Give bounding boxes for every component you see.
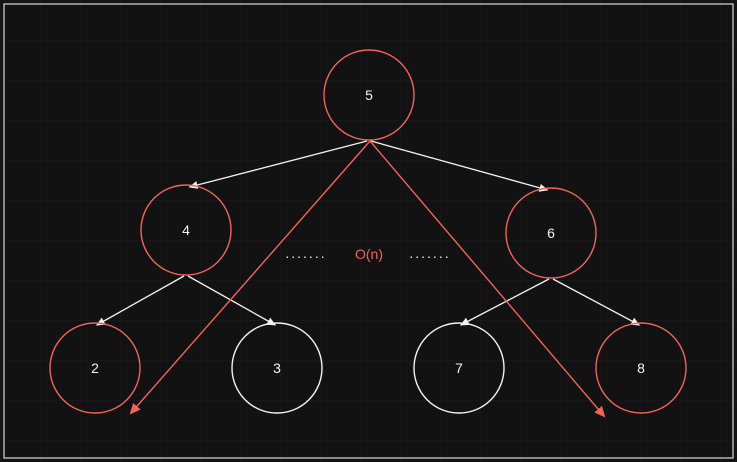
edge-n5-n6 [370, 140, 549, 192]
node-circle [413, 322, 505, 414]
search-path-to-n8 [369, 140, 606, 418]
complexity-annotation: ....... O(n) ....... [285, 245, 450, 262]
node-label: 7 [455, 360, 463, 376]
frame-border [3, 3, 734, 459]
node-label: 6 [547, 225, 555, 241]
edge-n4-n3 [187, 275, 277, 326]
node-label: 4 [182, 222, 190, 238]
edge-n4-n2 [95, 275, 185, 326]
node-circle [49, 322, 141, 414]
tree-node-4: 4 [140, 184, 232, 276]
node-circle [140, 184, 232, 276]
node-label: 8 [637, 360, 645, 376]
tree-node-3: 3 [231, 322, 323, 414]
edge-n5-n4 [188, 140, 368, 189]
edge-n6-n8 [552, 278, 641, 326]
node-label: 5 [365, 87, 373, 103]
node-label: 2 [91, 360, 99, 376]
tree-node-7: 7 [413, 322, 505, 414]
node-label: 3 [273, 360, 281, 376]
left-dots: ....... [285, 245, 326, 261]
tree-node-2: 2 [49, 322, 141, 414]
node-circle [231, 322, 323, 414]
tree-node-8: 8 [595, 322, 687, 414]
tree-node-5: 5 [323, 49, 415, 141]
complexity-label: O(n) [355, 246, 383, 262]
edge-n6-n7 [459, 278, 550, 326]
tree-nodes: 5 4 6 2 3 7 8 [49, 49, 687, 414]
node-circle [595, 322, 687, 414]
node-circle [505, 187, 597, 279]
tree-edges [95, 140, 641, 326]
node-circle [323, 49, 415, 141]
tree-node-6: 6 [505, 187, 597, 279]
right-dots: ....... [409, 245, 450, 261]
search-path-to-n2 [129, 140, 371, 415]
search-paths [129, 140, 606, 418]
